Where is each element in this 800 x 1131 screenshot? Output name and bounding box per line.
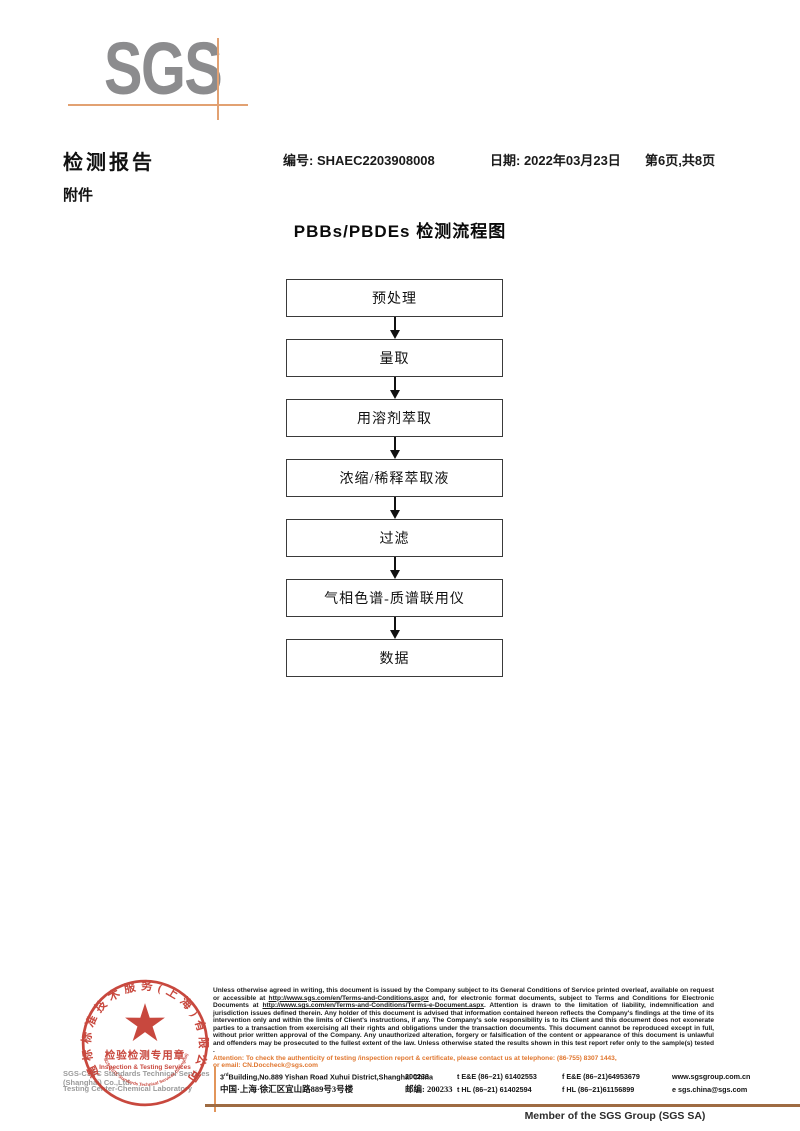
flowchart: 预处理 量取 用溶剂萃取 浓缩/稀释萃取液 过滤 气相色谱-质谱联用仪 数据 bbox=[286, 279, 503, 677]
terms-conditions-link[interactable]: http://www.sgs.com/en/Terms-and-Conditio… bbox=[268, 994, 429, 1002]
website-link[interactable]: www.sgsgroup.com.cn bbox=[672, 1072, 751, 1082]
flow-step-pretreatment: 预处理 bbox=[286, 279, 503, 317]
flow-step-solvent-extraction: 用溶剂萃取 bbox=[286, 399, 503, 437]
address-row-chinese: 中国·上海·徐汇区宜山路889号3号楼 邮编: 200233 t HL (86–… bbox=[220, 1083, 792, 1096]
flow-step-data: 数据 bbox=[286, 639, 503, 677]
address-chinese: 中国·上海·徐汇区宜山路889号3号楼 bbox=[220, 1084, 354, 1095]
footer-rule-line bbox=[205, 1104, 800, 1107]
flow-step-concentrate-dilute: 浓缩/稀释萃取液 bbox=[286, 459, 503, 497]
address-divider-line bbox=[214, 1066, 216, 1112]
flow-step-filter: 过滤 bbox=[286, 519, 503, 557]
fax-2: f HL (86–21)61156899 bbox=[562, 1085, 635, 1095]
legal-disclaimer: Unless otherwise agreed in writing, this… bbox=[213, 987, 714, 1070]
seal-subtitle: Inspection & Testing Services bbox=[99, 1064, 191, 1071]
disclaimer-text-1: Unless otherwise agreed in writing, this… bbox=[213, 987, 714, 1002]
fax-1: f E&E (86–21)64953679 bbox=[562, 1072, 640, 1082]
attention-line-2: or email: CN.Doccheck@sgs.com bbox=[213, 1062, 714, 1070]
logo-vertical-line bbox=[217, 38, 219, 120]
flow-step-gcms: 气相色谱-质谱联用仪 bbox=[286, 579, 503, 617]
address-block: 3rdBuilding,No.889 Yishan Road Xuhui Dis… bbox=[220, 1068, 792, 1096]
seal-ring-text: 通标标准技术服务(上海)有限公司 bbox=[80, 978, 206, 1087]
attention-email-prefix: or email: bbox=[213, 1062, 243, 1070]
arrow-down-icon bbox=[286, 317, 503, 339]
company-lab-name: Testing Center-Chemical Laboratory bbox=[63, 1084, 193, 1093]
svg-text:通标标准技术服务(上海)有限公司: 通标标准技术服务(上海)有限公司 bbox=[80, 978, 210, 1087]
page-title: 检测报告 bbox=[63, 152, 155, 174]
sgs-group-member-label: Member of the SGS Group (SGS SA) bbox=[524, 1110, 706, 1122]
email-link[interactable]: e sgs.china@sgs.com bbox=[672, 1085, 748, 1095]
doccheck-email-link[interactable]: CN.Doccheck@sgs.com bbox=[242, 1062, 319, 1070]
postal-code-chinese: 邮编: 200233 bbox=[405, 1084, 453, 1095]
inspection-seal: 通标标准技术服务(上海)有限公司 SGS-CSTC Standards Tech… bbox=[80, 978, 210, 1107]
arrow-down-icon bbox=[286, 437, 503, 459]
arrow-down-icon bbox=[286, 617, 503, 639]
sgs-logo-text: SGS bbox=[104, 27, 223, 110]
terms-e-document-link[interactable]: http://www.sgs.com/en/Terms-and-Conditio… bbox=[262, 1002, 484, 1010]
logo-horizontal-line bbox=[68, 104, 248, 106]
seal-title: 检验检测专用章 bbox=[105, 1049, 186, 1062]
seal-ring bbox=[81, 979, 209, 1107]
star-icon bbox=[125, 1003, 165, 1042]
flowchart-title: PBBs/PBDEs 检测流程图 bbox=[293, 222, 507, 241]
report-number-value: SHAEC2203908008 bbox=[316, 153, 435, 168]
address-english: 3rdBuilding,No.889 Yishan Road Xuhui Dis… bbox=[220, 1072, 433, 1082]
arrow-down-icon bbox=[286, 377, 503, 399]
attention-line-1: Attention: To check the authenticity of … bbox=[213, 1054, 617, 1062]
telephone-1: t E&E (86–21) 61402553 bbox=[457, 1072, 537, 1082]
report-number: 编号: SHAEC2203908008 bbox=[283, 150, 435, 169]
disclaimer-text-2: and, for electronic format documents, su… bbox=[213, 994, 714, 1010]
postal-code-english: 200233 bbox=[405, 1072, 429, 1082]
attachment-label: 附件 bbox=[63, 188, 94, 204]
page-indicator: 第6页,共8页 bbox=[645, 153, 716, 168]
report-date: 日期: 2022年03月23日 bbox=[490, 150, 621, 169]
report-date-value: 2022年03月23日 bbox=[523, 153, 621, 168]
flow-step-measure: 量取 bbox=[286, 339, 503, 377]
telephone-2: t HL (86–21) 61402594 bbox=[457, 1085, 532, 1095]
report-date-label: 日期: bbox=[490, 153, 524, 168]
report-number-label: 编号: bbox=[283, 153, 317, 168]
sgs-logo: SGS bbox=[104, 27, 254, 110]
disclaimer-text-3: . Attention is drawn to the limitation o… bbox=[213, 1002, 714, 1055]
address-row-english: 3rdBuilding,No.889 Yishan Road Xuhui Dis… bbox=[220, 1068, 792, 1083]
arrow-down-icon bbox=[286, 497, 503, 519]
arrow-down-icon bbox=[286, 557, 503, 579]
